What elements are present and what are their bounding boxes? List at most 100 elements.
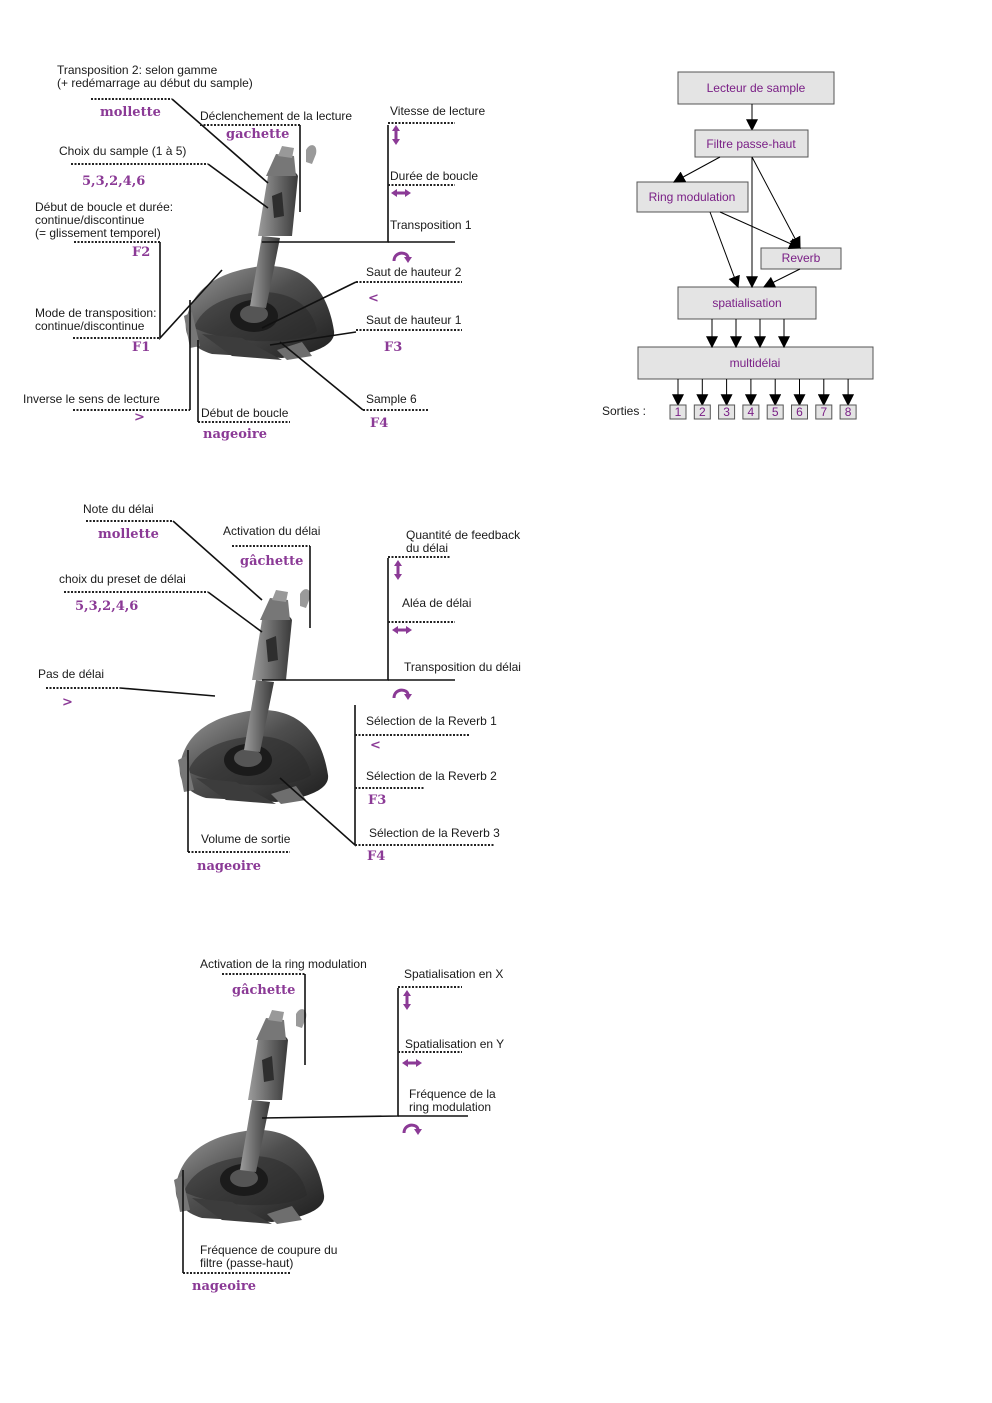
key-mollette: mollette	[98, 527, 159, 542]
box-ring-mod	[636, 181, 749, 213]
signal-flow-diagram: Lecteur de sample Filtre passe-haut Ring…	[602, 71, 874, 420]
label-pitch-jump1: Saut de hauteur 1	[366, 313, 462, 327]
box-reverb-label: Reverb	[782, 251, 821, 265]
output-number: 6	[796, 405, 803, 419]
key-gt: >	[62, 695, 73, 710]
output-number: 3	[723, 405, 730, 419]
key-f3: F3	[368, 793, 386, 808]
box-multidelay-label: multidélai	[730, 356, 781, 370]
key-53246: 5,3,2,4,6	[75, 599, 138, 614]
up-down-arrow-icon	[403, 990, 411, 1010]
left-right-arrow-icon	[392, 626, 412, 634]
label-transposition-mode-2-line1: Transposition 2: selon gamme	[57, 63, 218, 77]
label-reverb3: Sélection de la Reverb 3	[369, 826, 500, 840]
key-53246: 5,3,2,4,6	[82, 174, 145, 189]
panel-3: Activation de la ring modulation gâchett…	[174, 957, 504, 1294]
label-spat-y: Spatialisation en Y	[405, 1037, 504, 1051]
label-feedback-line2: du délai	[406, 541, 448, 555]
box-spatialisation-label: spatialisation	[712, 296, 781, 310]
label-delay-step: Pas de délai	[38, 667, 104, 681]
label-trigger: Déclenchement de la lecture	[200, 109, 352, 123]
label-loop-start: Début de boucle	[201, 406, 289, 420]
output-number: 5	[772, 405, 779, 419]
key-f4: F4	[367, 849, 385, 864]
output-box	[791, 404, 808, 420]
label-sample6: Sample 6	[366, 392, 417, 406]
label-ring-freq-line1: Fréquence de la	[409, 1087, 496, 1101]
curved-arrow-icon	[392, 251, 414, 265]
panel-1: Transposition 2: selon gamme (+ redémarr…	[23, 63, 485, 442]
label-mode-line2: continue/discontinue	[35, 319, 145, 333]
key-nageoire: nageoire	[203, 427, 267, 442]
key-lt: <	[370, 738, 381, 753]
key-gachette: gâchette	[232, 983, 295, 998]
output-box	[718, 404, 736, 420]
label-feedback-line1: Quantité de feedback	[406, 528, 521, 542]
box-highpass	[694, 129, 809, 158]
box-sample-player	[677, 71, 835, 105]
output-box	[693, 404, 711, 420]
panel-2: Note du délai mollette Activation du dél…	[38, 502, 521, 874]
curved-arrow-icon	[392, 688, 414, 702]
output-number: 2	[699, 405, 706, 419]
joystick-icon	[184, 145, 335, 360]
box-sample-player-label: Lecteur de sample	[707, 81, 806, 95]
label-transposition1: Transposition 1	[390, 218, 472, 232]
label-pitch-jump2: Saut de hauteur 2	[366, 265, 462, 279]
key-gachette: gachette	[226, 127, 289, 142]
label-loop-line2: continue/discontinue	[35, 213, 145, 227]
output-box	[839, 404, 857, 420]
left-right-arrow-icon	[402, 1059, 422, 1067]
key-f3: F3	[384, 340, 402, 355]
label-delay-note: Note du délai	[83, 502, 154, 516]
label-output-volume: Volume de sortie	[201, 832, 291, 846]
key-gt: >	[134, 410, 145, 425]
key-nageoire: nageoire	[197, 859, 261, 874]
key-gachette: gâchette	[240, 554, 303, 569]
label-transposition-mode-2-line2: (+ redémarrage au début du sample)	[57, 76, 253, 90]
output-number: 8	[845, 405, 852, 419]
label-delay-activation: Activation du délai	[223, 524, 320, 538]
label-cutoff-line1: Fréquence de coupure du	[200, 1243, 337, 1257]
curved-arrow-icon	[402, 1123, 424, 1137]
box-multidelay	[637, 346, 874, 380]
up-down-arrow-icon	[392, 125, 400, 145]
key-mollette: mollette	[100, 105, 161, 120]
output-box	[669, 404, 687, 420]
box-ring-mod-label: Ring modulation	[649, 190, 736, 204]
label-ring-freq-line2: ring modulation	[409, 1100, 491, 1114]
output-box	[742, 404, 760, 420]
label-spat-x: Spatialisation en X	[404, 967, 503, 981]
joystick-icon	[178, 589, 329, 804]
label-delay-transposition: Transposition du délai	[404, 660, 521, 674]
label-delay-random: Aléa de délai	[402, 596, 471, 610]
key-f1: F1	[132, 340, 150, 355]
key-f4: F4	[370, 416, 388, 431]
box-highpass-label: Filtre passe-haut	[706, 137, 796, 151]
output-box	[766, 404, 784, 420]
label-reverb1: Sélection de la Reverb 1	[366, 714, 497, 728]
label-cutoff-line2: filtre (passe-haut)	[200, 1256, 293, 1270]
output-number: 4	[748, 405, 755, 419]
label-loop-duration: Durée de boucle	[390, 169, 478, 183]
output-number: 1	[675, 405, 682, 419]
label-preset-choice: choix du preset de délai	[59, 572, 186, 586]
outputs-label: Sorties :	[602, 404, 646, 418]
label-loop-line1: Début de boucle et durée:	[35, 200, 173, 214]
key-nageoire: nageoire	[192, 1279, 256, 1294]
up-down-arrow-icon	[394, 560, 402, 580]
label-reverb2: Sélection de la Reverb 2	[366, 769, 497, 783]
label-reverse: Inverse le sens de lecture	[23, 392, 160, 406]
label-loop-line3: (= glissement temporel)	[35, 226, 161, 240]
outputs-row: 1 2 3 4 5 6 7 8	[669, 379, 857, 420]
output-number: 7	[820, 405, 827, 419]
key-lt: <	[368, 291, 379, 306]
joystick-icon	[174, 1009, 325, 1224]
label-speed: Vitesse de lecture	[390, 104, 485, 118]
label-mode-line1: Mode de transposition:	[35, 306, 156, 320]
left-right-arrow-icon	[391, 189, 411, 197]
key-f2: F2	[132, 245, 150, 260]
output-box	[815, 404, 833, 420]
label-ring-activation: Activation de la ring modulation	[200, 957, 367, 971]
